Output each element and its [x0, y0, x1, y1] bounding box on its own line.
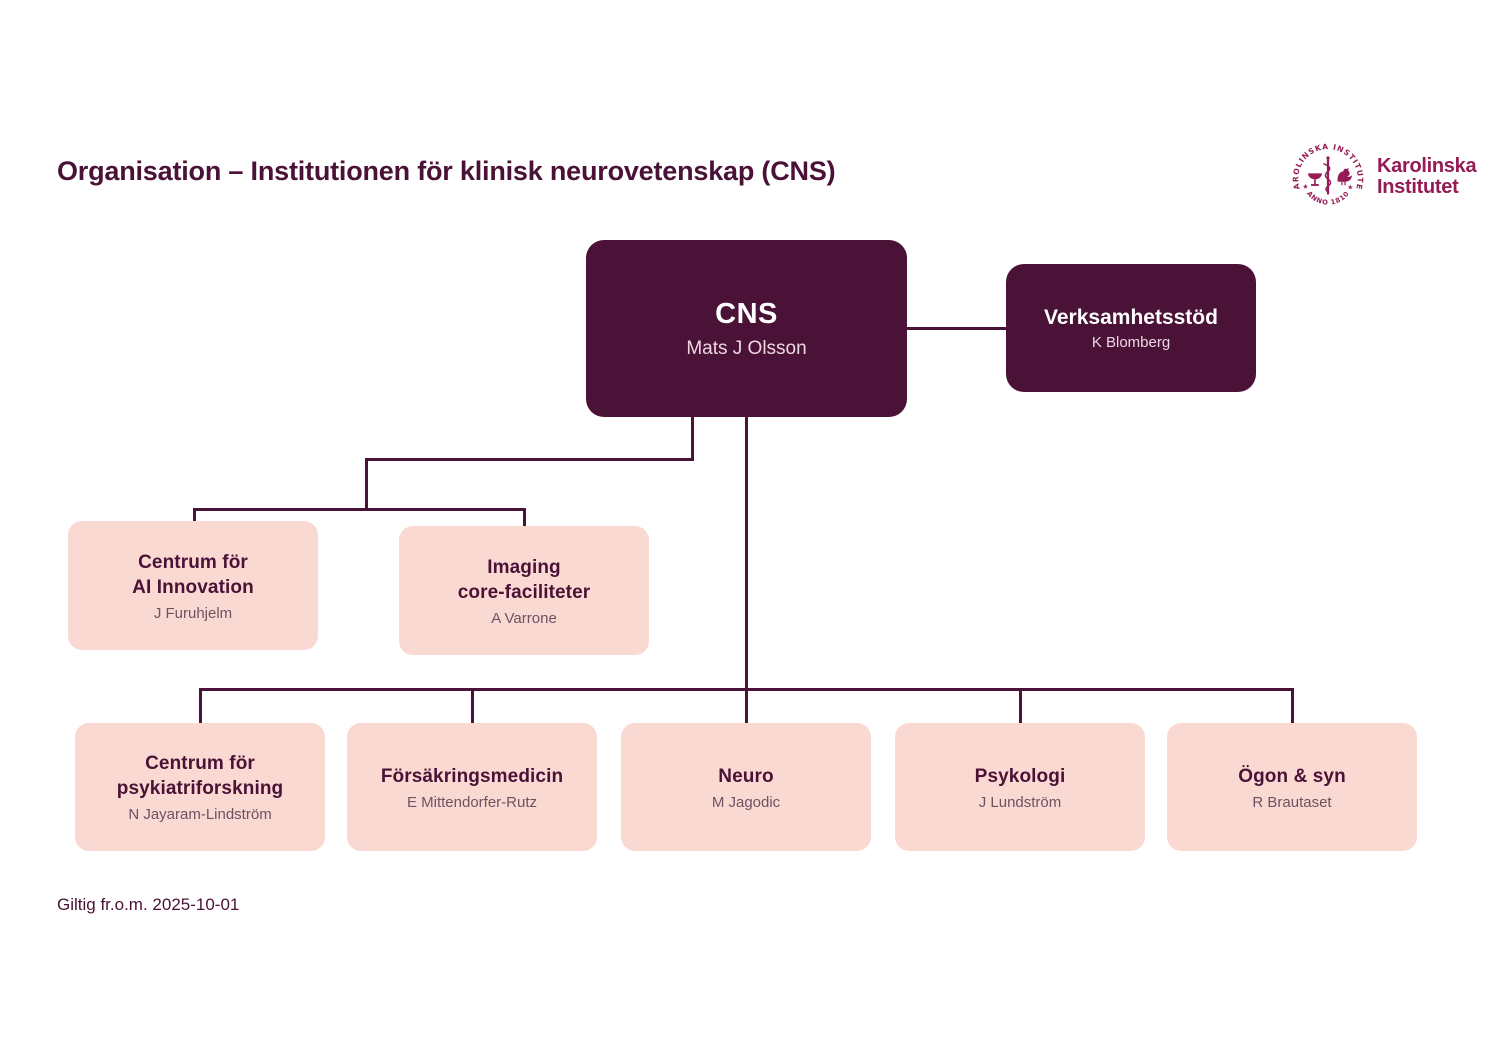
org-node-forsakringsmedicin: Försäkringsmedicin E Mittendorfer-Rutz — [347, 723, 597, 851]
karolinska-wordmark: Karolinska Institutet — [1377, 155, 1477, 198]
org-node-person: N Jayaram-Lindström — [128, 806, 272, 823]
org-node-ogon-syn: Ögon & syn R Brautaset — [1167, 723, 1417, 851]
org-node-title: Imaging core-faciliteter — [457, 556, 591, 603]
page-title: Organisation – Institutionen för klinisk… — [57, 156, 836, 186]
org-node-person: E Mittendorfer-Rutz — [406, 793, 538, 811]
org-node-person: R Brautaset — [1252, 793, 1332, 811]
svg-text:KAROLINSKA INSTITUTET: KAROLINSKA INSTITUTET — [1287, 136, 1365, 191]
org-node-title: CNS — [715, 297, 778, 330]
wordmark-line2: Institutet — [1377, 176, 1459, 198]
org-node-title: Försäkringsmedicin — [380, 765, 564, 787]
org-node-person: K Blomberg — [1091, 333, 1171, 351]
rooster-icon — [1337, 167, 1352, 186]
org-node-neuro: Neuro M Jagodic — [621, 723, 871, 851]
org-node-verksamhetsstod: Verksamhetsstöd K Blomberg — [1006, 264, 1256, 392]
org-node-psykologi: Psykologi J Lundström — [895, 723, 1145, 851]
org-node-person: A Varrone — [491, 609, 557, 627]
org-node-title: Centrum för AI Innovation — [132, 551, 254, 598]
org-node-person: Mats J Olsson — [686, 337, 807, 359]
seal-top-text: KAROLINSKA INSTITUTET — [1287, 136, 1364, 191]
valid-from-note: Giltig fr.o.m. 2025-10-01 — [57, 895, 240, 914]
karolinska-seal-icon: KAROLINSKA INSTITUTET ★ ANNO 1810 ★ — [1287, 136, 1365, 207]
org-node-imaging-core-faciliteter: Imaging core-faciliteter A Varrone — [399, 526, 649, 655]
org-node-centrum-ai-innovation: Centrum för AI Innovation J Furuhjelm — [68, 521, 318, 650]
org-node-centrum-psykiatriforskning: Centrum för psykiatriforskning N Jayaram… — [75, 723, 325, 851]
org-node-person: J Furuhjelm — [153, 604, 233, 622]
bowl-icon — [1308, 173, 1322, 186]
org-node-title: Centrum för psykiatriforskning — [116, 753, 284, 799]
org-node-title: Verksamhetsstöd — [1044, 305, 1218, 329]
karolinska-logo: KAROLINSKA INSTITUTET ★ ANNO 1810 ★ Karo… — [1287, 136, 1477, 218]
org-node-person: J Lundström — [978, 793, 1062, 811]
org-node-title: Neuro — [718, 765, 774, 787]
wordmark-line1: Karolinska — [1377, 155, 1477, 177]
staff-and-snake-icon — [1323, 156, 1332, 195]
org-node-cns: CNS Mats J Olsson — [586, 240, 907, 417]
org-node-person: M Jagodic — [711, 793, 781, 811]
org-node-title: Psykologi — [974, 765, 1066, 787]
org-node-title: Ögon & syn — [1238, 765, 1346, 787]
